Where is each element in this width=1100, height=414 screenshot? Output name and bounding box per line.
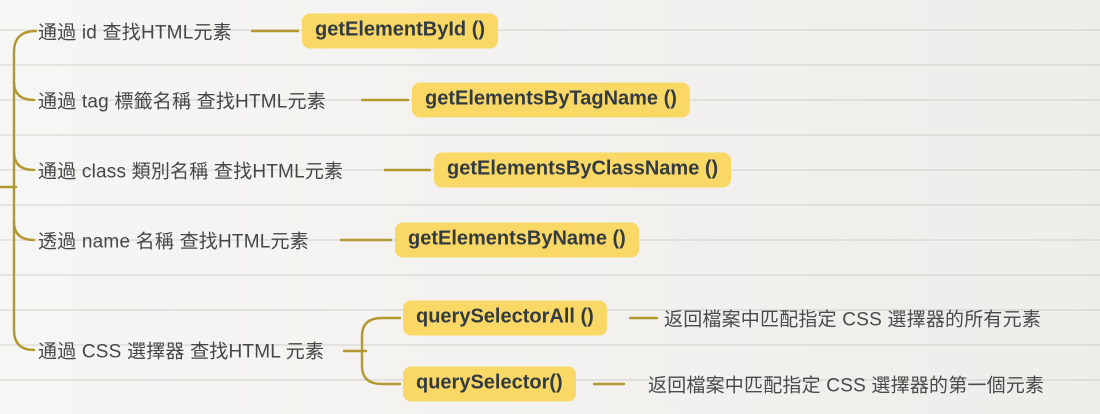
branch-2-connector (12, 80, 36, 102)
fork-down-connector (360, 349, 402, 386)
fork-up-connector (360, 316, 402, 353)
branch-label-class[interactable]: 通過 class 類別名稱 查找HTML元素 (38, 161, 344, 183)
description-queryselectorall[interactable]: 返回檔案中匹配指定 CSS 選擇器的所有元素 (664, 309, 1042, 331)
branch-3-connector (12, 150, 36, 172)
branch-label-name[interactable]: 透過 name 名稱 查找HTML元素 (38, 231, 309, 253)
branch-label-id[interactable]: 通過 id 查找HTML元素 (38, 22, 232, 44)
trunk-connector (12, 29, 38, 352)
method-node-getelementsbyname[interactable]: getElementsByName () (395, 222, 639, 258)
method-node-queryselector[interactable]: querySelector() (403, 366, 576, 402)
method-node-getelementsbyclassname[interactable]: getElementsByClassName () (434, 152, 732, 188)
method-node-queryselectorall[interactable]: querySelectorAll () (403, 300, 607, 336)
branch-4-connector (12, 220, 36, 242)
method-node-getelementbyid[interactable]: getElementById () (302, 13, 499, 49)
branch-label-tag[interactable]: 通過 tag 標籤名稱 查找HTML元素 (38, 91, 326, 113)
branch-label-css-selector[interactable]: 通過 CSS 選擇器 查找HTML 元素 (38, 341, 325, 363)
method-node-getelementsbytagname[interactable]: getElementsByTagName () (412, 82, 690, 118)
description-queryselector[interactable]: 返回檔案中匹配指定 CSS 選擇器的第一個元素 (648, 375, 1045, 397)
